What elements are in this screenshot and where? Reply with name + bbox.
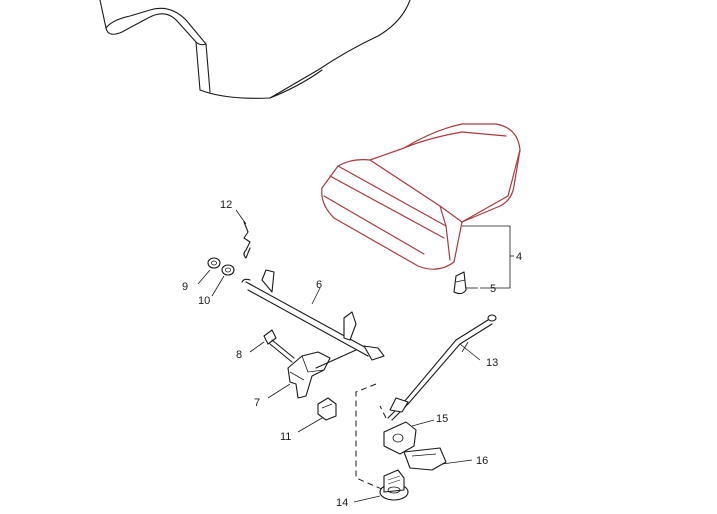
assembly-guide-lines — [355, 383, 387, 491]
callout-10: 10 — [198, 295, 210, 307]
callout-16: 16 — [476, 455, 488, 467]
clip-pin — [235, 209, 251, 259]
callout-9: 9 — [182, 281, 188, 293]
callout-15: 15 — [436, 413, 448, 425]
callout-8: 8 — [236, 349, 242, 361]
seat-lock-cable — [387, 314, 497, 421]
collar — [197, 257, 221, 285]
lock-bracket — [267, 349, 357, 399]
callout-labels: 4 5 6 7 8 9 10 11 12 13 14 15 16 — [182, 199, 522, 509]
passenger-seat — [321, 123, 521, 270]
callout-5: 5 — [490, 283, 496, 295]
washer — [211, 264, 235, 297]
callout-11: 11 — [280, 431, 291, 443]
lock-cylinder — [353, 469, 409, 503]
lock-plate — [383, 419, 435, 455]
callout-14: 14 — [336, 497, 348, 509]
rider-seat — [99, 0, 411, 99]
damper-bushing — [453, 271, 467, 295]
callout-12: 12 — [220, 199, 232, 211]
callout-bracket-4-5 — [462, 225, 514, 289]
callout-4: 4 — [516, 251, 522, 263]
callout-7: 7 — [254, 397, 260, 409]
bolt — [249, 329, 295, 363]
callout-6: 6 — [316, 279, 322, 291]
cable-clamp — [297, 397, 337, 433]
callout-13: 13 — [486, 357, 498, 369]
lock-shaft — [241, 269, 385, 361]
latch-plate — [403, 447, 473, 471]
